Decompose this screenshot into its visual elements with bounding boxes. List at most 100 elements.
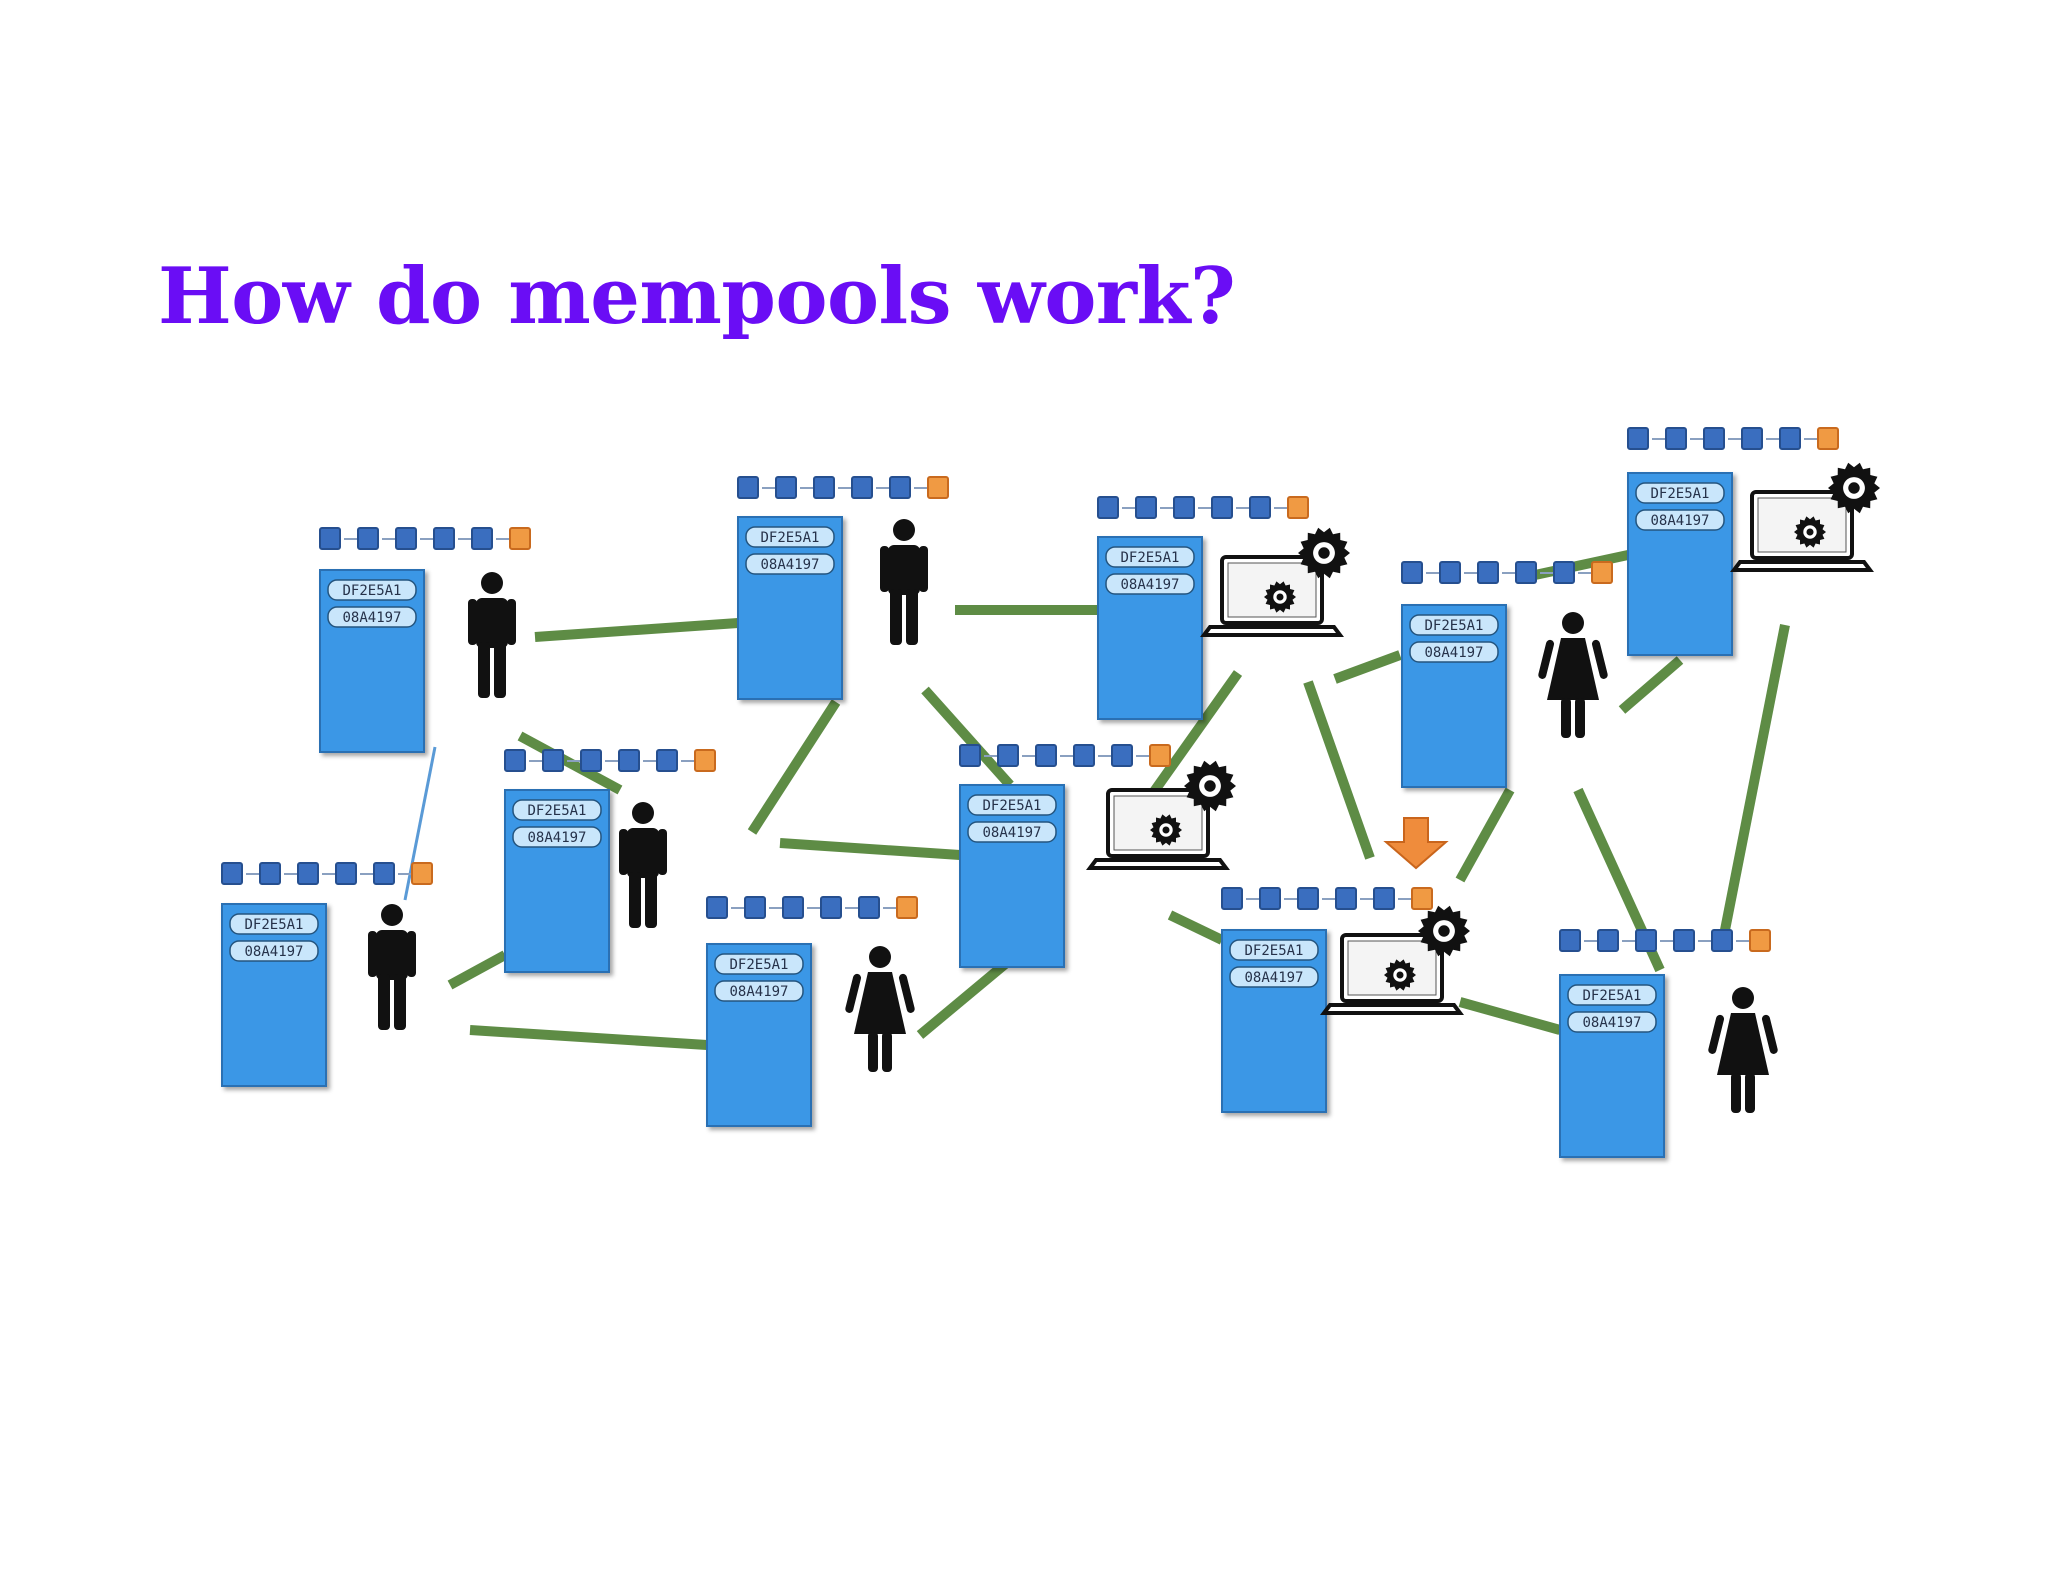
transaction-id: 08A4197	[342, 610, 401, 626]
confirmed-block	[1515, 561, 1537, 584]
confirmed-block	[395, 527, 417, 550]
network-link	[517, 731, 623, 795]
gear-icon	[1384, 959, 1416, 991]
block-chain	[706, 896, 918, 919]
transaction-id: 08A4197	[527, 830, 586, 846]
network-link	[1533, 550, 1630, 580]
confirmed-block	[1665, 427, 1687, 450]
network-link	[1303, 680, 1375, 860]
confirmed-block	[813, 476, 835, 499]
transaction-id: DF2E5A1	[244, 917, 303, 933]
confirmed-block	[1703, 427, 1725, 450]
transaction-id: 08A4197	[244, 944, 303, 960]
transaction-pill	[1635, 509, 1725, 531]
confirmed-block	[1335, 887, 1357, 910]
confirmed-block	[858, 896, 880, 919]
transaction-pill	[1635, 482, 1725, 504]
gear-icon	[1828, 462, 1880, 514]
transaction-id: DF2E5A1	[1582, 988, 1641, 1004]
woman-icon	[845, 946, 915, 1072]
transaction-pill	[714, 980, 804, 1002]
confirmed-block	[1553, 561, 1575, 584]
pending-block	[1411, 887, 1433, 910]
block-chain	[319, 527, 531, 550]
laptop-icon	[1320, 905, 1470, 1015]
transaction-id: DF2E5A1	[760, 530, 819, 546]
confirmed-block	[504, 749, 526, 772]
confirmed-block	[1635, 929, 1657, 952]
pending-block	[1749, 929, 1771, 952]
transaction-pill	[512, 799, 602, 821]
pending-block	[1287, 496, 1309, 519]
gear-icon	[1298, 527, 1350, 579]
transaction-id: DF2E5A1	[1650, 486, 1709, 502]
transaction-id: 08A4197	[760, 557, 819, 573]
network-link	[1143, 670, 1243, 803]
confirmed-block	[1711, 929, 1733, 952]
network-link	[1720, 624, 1790, 931]
confirmed-block	[1439, 561, 1461, 584]
transaction-pill	[967, 821, 1057, 843]
gear-icon	[1150, 814, 1182, 846]
block-chain	[959, 744, 1171, 767]
confirmed-block	[782, 896, 804, 919]
block-chain	[1221, 887, 1433, 910]
confirmed-block	[1477, 561, 1499, 584]
confirmed-block	[775, 476, 797, 499]
mempool: DF2E5A1 08A4197	[1559, 974, 1665, 1158]
transaction-pill	[1409, 641, 1499, 663]
transaction-pill	[327, 579, 417, 601]
network-link	[916, 956, 1014, 1039]
confirmed-block	[1097, 496, 1119, 519]
man-icon	[619, 802, 667, 928]
confirmed-block	[1211, 496, 1233, 519]
transaction-pill	[229, 913, 319, 935]
gear-icon	[1264, 581, 1296, 613]
confirmed-block	[1259, 887, 1281, 910]
block-chain	[1627, 427, 1839, 450]
transaction-pill	[1229, 939, 1319, 961]
confirmed-block	[959, 744, 981, 767]
node-11-woman: DF2E5A1 08A4197	[1559, 929, 1778, 1158]
transaction-pill	[745, 553, 835, 575]
network-link	[534, 618, 739, 642]
confirmed-block	[297, 862, 319, 885]
confirmed-block	[1135, 496, 1157, 519]
network-link	[447, 950, 508, 990]
block-chain	[504, 749, 716, 772]
confirmed-block	[259, 862, 281, 885]
confirmed-block	[618, 749, 640, 772]
confirmed-block	[656, 749, 678, 772]
transaction-id: 08A4197	[1244, 970, 1303, 986]
transaction-pill	[745, 526, 835, 548]
down-arrow-icon	[1383, 817, 1449, 870]
transaction-id: DF2E5A1	[729, 957, 788, 973]
pending-block	[509, 527, 531, 550]
gear-icon	[1418, 905, 1470, 957]
confirmed-block	[1221, 887, 1243, 910]
confirmed-block	[1779, 427, 1801, 450]
confirmed-block	[1673, 929, 1695, 952]
block-chain	[737, 476, 949, 499]
node-2-man: DF2E5A1 08A4197	[737, 476, 949, 700]
network-link	[469, 1025, 708, 1050]
confirmed-block	[221, 862, 243, 885]
network-link	[1167, 910, 1225, 945]
woman-icon	[1538, 612, 1608, 738]
network-link	[1455, 787, 1515, 883]
confirmed-block	[1173, 496, 1195, 519]
confirmed-block	[1373, 887, 1395, 910]
transaction-id: 08A4197	[1582, 1015, 1641, 1031]
